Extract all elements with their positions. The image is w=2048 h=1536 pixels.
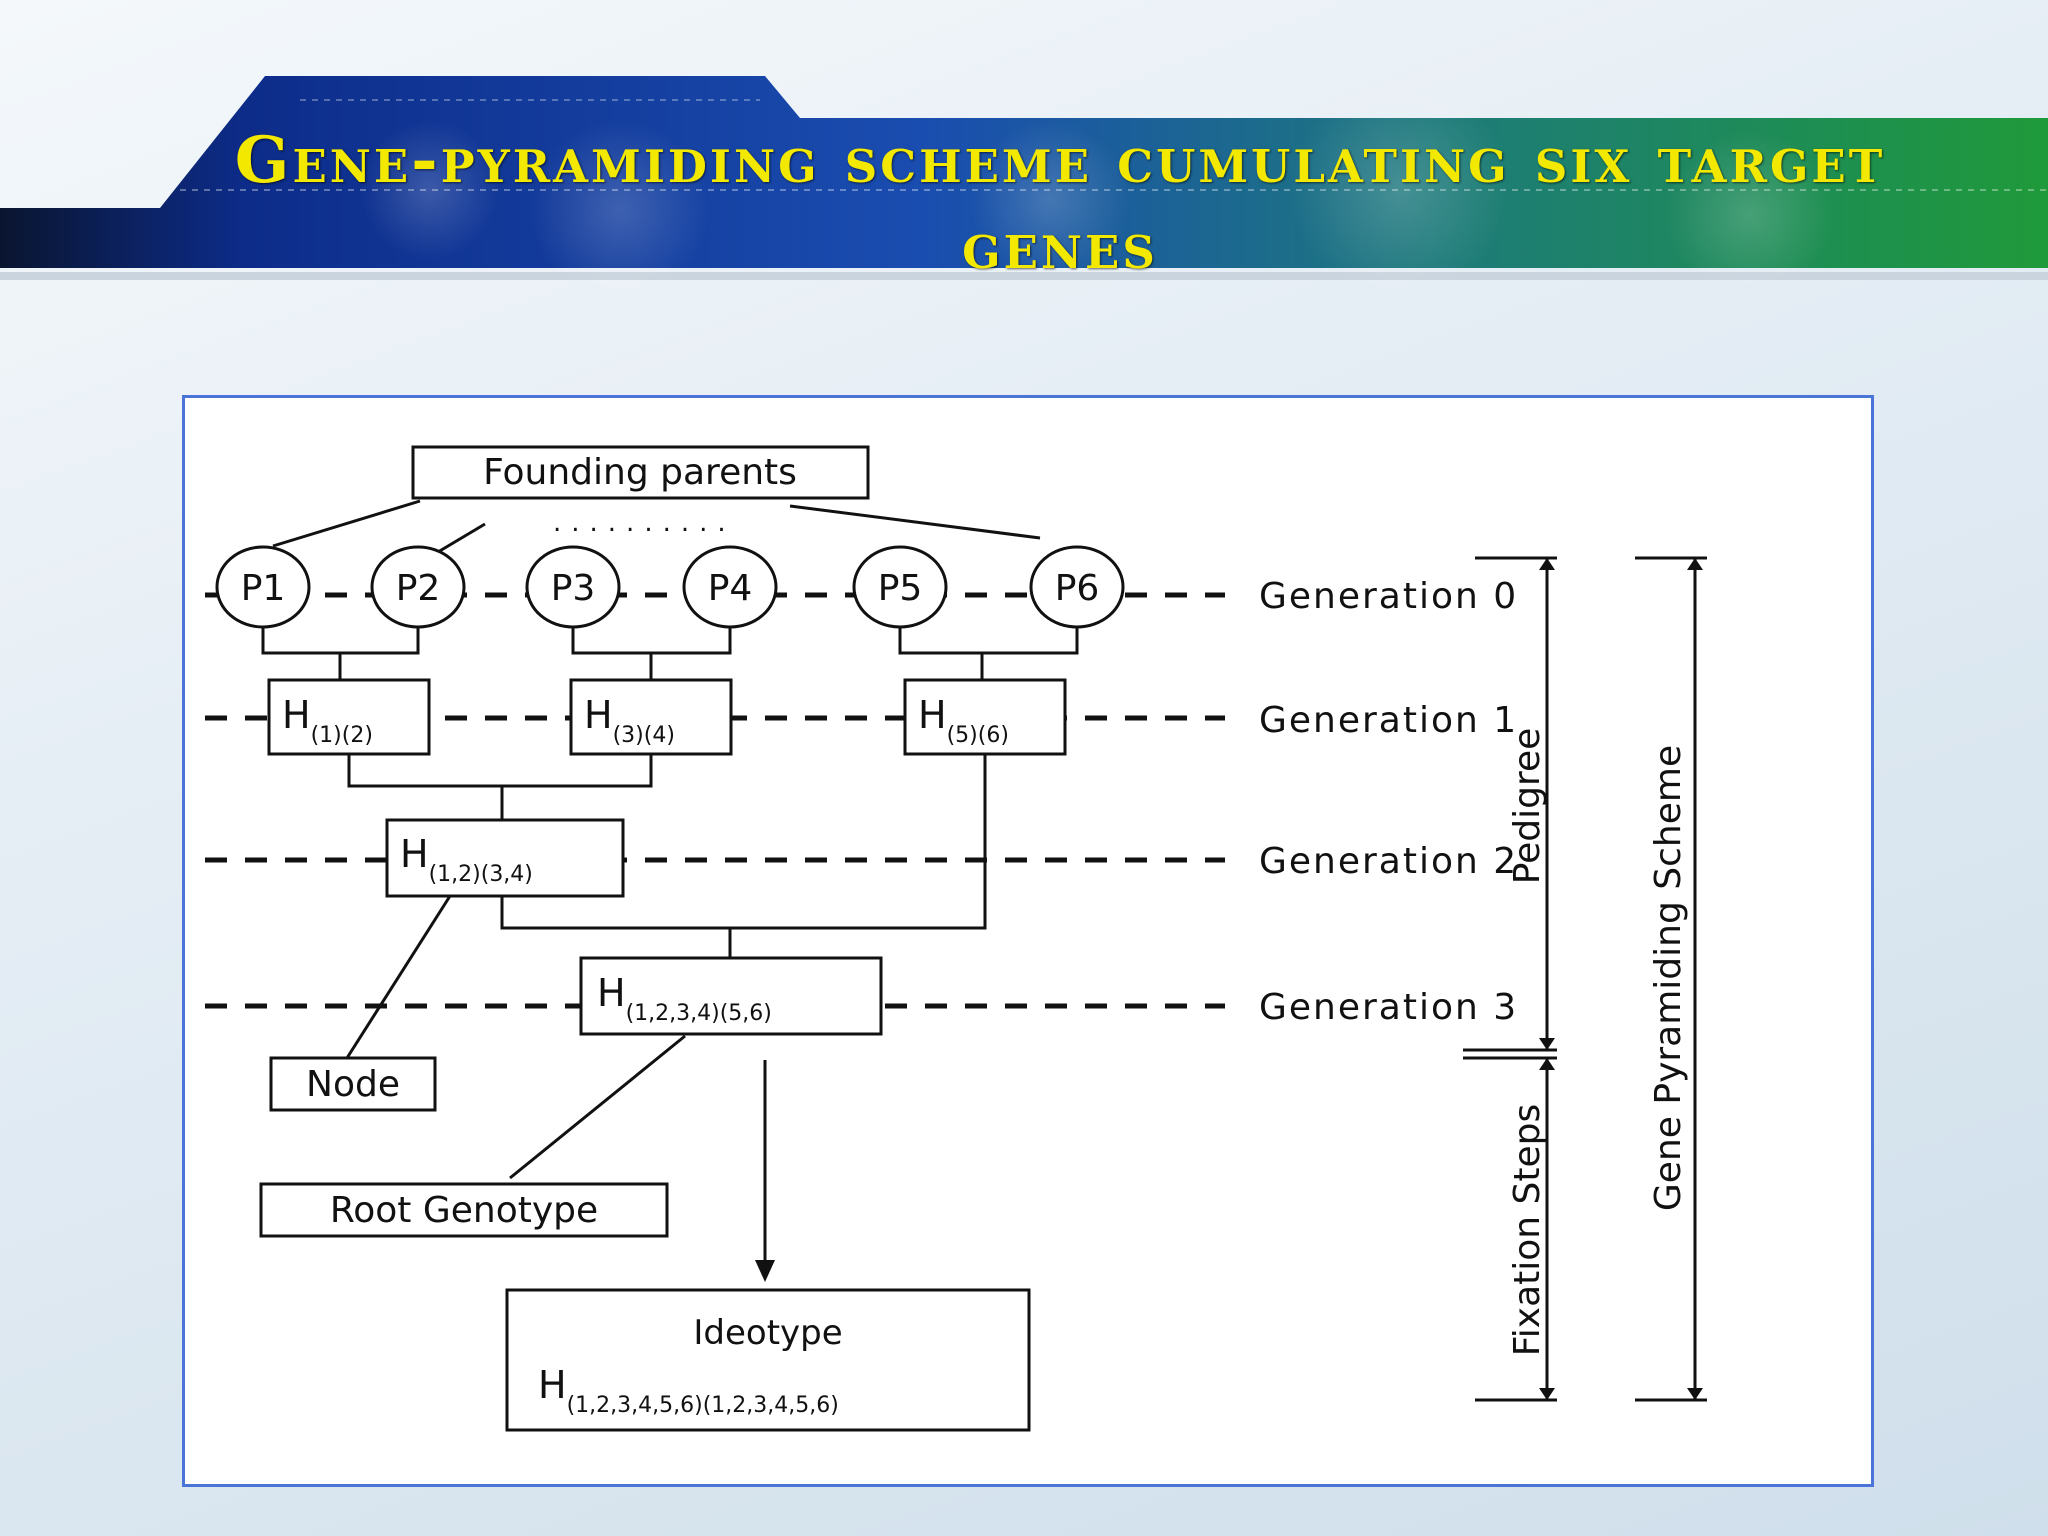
- gene-pyramiding-diagram: Founding parents .......... P1 P2 P3 P4 …: [205, 445, 1707, 1432]
- cross-connector: [571, 627, 732, 680]
- ideotype-box: Ideotype H(1,2,3,4,5,6)(1,2,3,4,5,6): [505, 1288, 1031, 1432]
- parent-p1: P1: [215, 545, 311, 629]
- generation-2-label: Generation 2: [1259, 841, 1518, 882]
- svg-text:P2: P2: [396, 568, 441, 609]
- cross-connector: [898, 627, 1079, 680]
- slide-title: Gene-pyramiding scheme cumulating six ta…: [234, 123, 1886, 284]
- svg-text:P4: P4: [708, 568, 753, 609]
- hybrid-h34: H(3)(4): [569, 678, 733, 756]
- root-genotype-label: Root Genotype: [330, 1190, 598, 1231]
- node-label: Node: [306, 1064, 400, 1105]
- generation-3-label: Generation 3: [1259, 987, 1518, 1028]
- cross-connector: [261, 627, 420, 680]
- founding-parents-box: [411, 445, 870, 500]
- root-genotype-pointer: [509, 1034, 686, 1180]
- svg-text:H(3)(4): H(3)(4): [584, 693, 675, 748]
- founder-pointer: [272, 499, 421, 548]
- fixation-steps-bracket: [1463, 1056, 1557, 1402]
- pedigree-label: Pedigree: [1507, 728, 1548, 885]
- parent-p6: P6: [1029, 545, 1125, 629]
- fixation-arrowhead: [755, 1260, 775, 1282]
- hybrid-h56: H(5)(6): [903, 678, 1067, 756]
- more-parents-ellipsis: ..........: [553, 508, 736, 538]
- hybrid-h123456: H(1,2,3,4)(5,6): [579, 956, 883, 1036]
- founder-pointer: [789, 504, 1041, 540]
- hybrid-h1234: H(1,2)(3,4): [385, 818, 625, 898]
- svg-text:H(5)(6): H(5)(6): [918, 693, 1009, 748]
- ideotype-title: Ideotype: [693, 1313, 842, 1353]
- svg-text:P3: P3: [551, 568, 596, 609]
- parent-p5: P5: [852, 545, 948, 629]
- generation-1-label: Generation 1: [1259, 700, 1518, 741]
- parent-p2: P2: [370, 545, 466, 629]
- parent-p3: P3: [525, 545, 621, 629]
- cross-connector: [500, 754, 987, 958]
- pedigree-bracket: [1463, 556, 1557, 1052]
- svg-text:P5: P5: [878, 568, 923, 609]
- svg-text:H(1,2)(3,4): H(1,2)(3,4): [400, 832, 533, 887]
- founding-parents-label: Founding parents: [483, 452, 797, 493]
- svg-text:H(1)(2): H(1)(2): [282, 693, 373, 748]
- node-pointer: [345, 895, 452, 1059]
- founder-pointer: [437, 522, 486, 554]
- root-genotype-box: [259, 1182, 669, 1238]
- cross-connector: [347, 754, 653, 820]
- diagram-frame: Founding parents .......... P1 P2 P3 P4 …: [182, 395, 1874, 1487]
- scheme-bracket: [1635, 556, 1707, 1402]
- scheme-label: Gene Pyramiding Scheme: [1648, 745, 1689, 1211]
- svg-text:P6: P6: [1055, 568, 1100, 609]
- title-banner: [0, 76, 2048, 300]
- node-box: [269, 1056, 437, 1112]
- fixation-steps-label: Fixation Steps: [1507, 1104, 1548, 1357]
- svg-text:H(1,2,3,4)(5,6): H(1,2,3,4)(5,6): [597, 971, 772, 1026]
- svg-text:H(1,2,3,4,5,6)(1,2,3,4,5,6): H(1,2,3,4,5,6)(1,2,3,4,5,6): [538, 1363, 839, 1418]
- parent-p4: P4: [682, 545, 778, 629]
- generation-0-label: Generation 0: [1259, 576, 1518, 617]
- hybrid-h12: H(1)(2): [267, 678, 431, 756]
- svg-text:P1: P1: [241, 568, 286, 609]
